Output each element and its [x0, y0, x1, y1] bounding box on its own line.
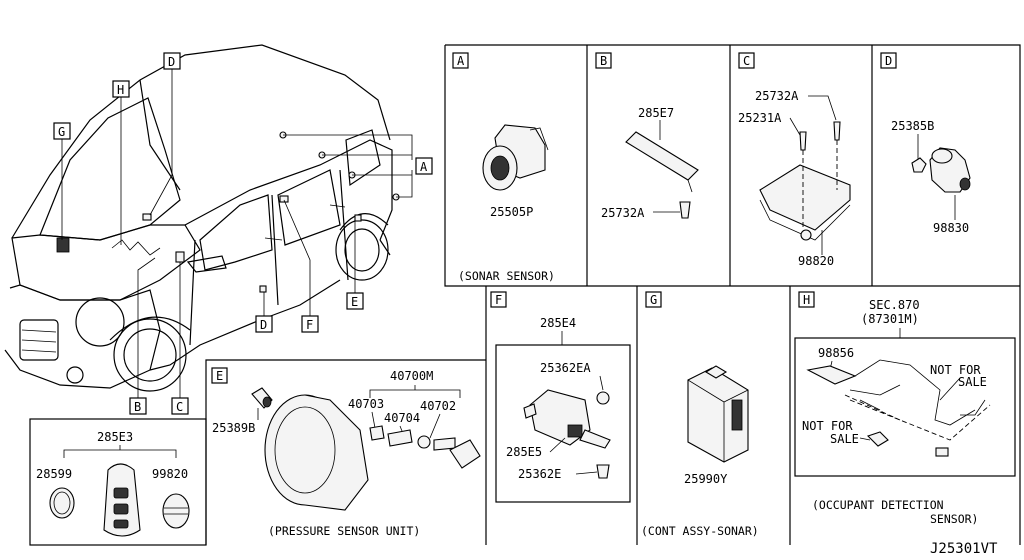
- svg-text:(CONT ASSY-SONAR): (CONT ASSY-SONAR): [641, 524, 759, 538]
- callout-f: F: [301, 315, 319, 333]
- panel-c: C 25732A 25231A 98820: [738, 52, 851, 268]
- callout-e: E: [346, 292, 364, 310]
- sensor-part: [911, 147, 971, 193]
- svg-text:25362E: 25362E: [518, 467, 561, 481]
- callout-g: G: [53, 122, 71, 140]
- svg-text:H: H: [803, 293, 810, 307]
- svg-text:40700M: 40700M: [390, 369, 433, 383]
- svg-text:C: C: [176, 400, 183, 414]
- callout-c: C: [171, 397, 189, 415]
- svg-text:25231A: 25231A: [738, 111, 782, 125]
- svg-text:(OCCUPANT DETECTION: (OCCUPANT DETECTION: [812, 498, 944, 512]
- callout-d-top: D: [163, 52, 181, 70]
- svg-text:28599: 28599: [36, 467, 72, 481]
- svg-text:SALE: SALE: [958, 375, 987, 389]
- valve-part: [251, 387, 273, 409]
- receiver-part: [523, 389, 611, 479]
- panel-a: A 25505P (SONAR SENSOR): [452, 52, 555, 283]
- svg-text:(SONAR SENSOR): (SONAR SENSOR): [458, 269, 555, 283]
- emblem-part: [162, 493, 190, 529]
- svg-text:F: F: [495, 293, 502, 307]
- svg-text:E: E: [351, 295, 358, 309]
- panel-f-inset: [495, 344, 631, 503]
- svg-text:SALE: SALE: [830, 432, 859, 446]
- callout-a: A: [415, 157, 433, 175]
- pressure-sensor-parts: [369, 425, 481, 469]
- callout-h: H: [112, 80, 130, 98]
- callout-d-bottom: D: [255, 315, 273, 333]
- svg-text:40704: 40704: [384, 411, 420, 425]
- svg-text:NOT FOR: NOT FOR: [802, 419, 853, 433]
- panel-grid: [444, 44, 1021, 545]
- svg-text:F: F: [306, 318, 313, 332]
- wheel-rim-part: [264, 394, 369, 511]
- svg-text:25732A: 25732A: [755, 89, 799, 103]
- panel-f: F 285E4 25362EA 285E5 25362E: [490, 291, 631, 503]
- panel-h-inset: [794, 337, 1016, 477]
- occupant-sensor-harness: [806, 359, 991, 457]
- diagram-id: J25301VT: [930, 541, 998, 557]
- control-unit-part: [759, 121, 851, 241]
- battery-part: [49, 487, 75, 519]
- panel-h: H SEC.870 (87301M) 98856 NOT FOR SALE NO…: [794, 291, 1016, 526]
- svg-text:G: G: [650, 293, 657, 307]
- svg-text:99820: 99820: [152, 467, 188, 481]
- svg-text:25505P: 25505P: [490, 205, 533, 219]
- svg-text:A: A: [457, 54, 465, 68]
- svg-text:E: E: [216, 369, 223, 383]
- sonar-control-unit-part: [687, 365, 749, 463]
- panel-e: E 25389B 40700M 40703 40704 40702 (PRESS…: [205, 359, 486, 545]
- callout-b: B: [129, 397, 147, 415]
- svg-text:285E7: 285E7: [638, 106, 674, 120]
- svg-text:A: A: [420, 160, 428, 174]
- svg-text:285E3: 285E3: [97, 430, 133, 444]
- key-fob-part: [103, 463, 141, 537]
- svg-text:25732A: 25732A: [601, 206, 645, 220]
- svg-text:25362EA: 25362EA: [540, 361, 591, 375]
- svg-text:40703: 40703: [348, 397, 384, 411]
- svg-text:25990Y: 25990Y: [684, 472, 728, 486]
- key-panel: 285E3 28599 99820: [29, 418, 207, 546]
- svg-text:98820: 98820: [798, 254, 834, 268]
- svg-text:(PRESSURE SENSOR UNIT): (PRESSURE SENSOR UNIT): [268, 524, 420, 538]
- svg-text:98830: 98830: [933, 221, 969, 235]
- svg-text:25385B: 25385B: [891, 119, 934, 133]
- svg-text:40702: 40702: [420, 399, 456, 413]
- svg-text:G: G: [58, 125, 65, 139]
- svg-text:98856: 98856: [818, 346, 854, 360]
- panel-d: D 25385B 98830: [880, 52, 971, 235]
- svg-text:285E4: 285E4: [540, 316, 576, 330]
- svg-text:B: B: [134, 400, 141, 414]
- svg-text:(87301M): (87301M): [861, 312, 919, 326]
- svg-text:SEC.870: SEC.870: [869, 298, 920, 312]
- svg-text:25389B: 25389B: [212, 421, 255, 435]
- panel-g: G 25990Y (CONT ASSY-SONAR): [641, 291, 759, 538]
- svg-text:D: D: [885, 54, 892, 68]
- sonar-sensor-part: [482, 124, 549, 191]
- vehicle-illustration: [4, 44, 413, 398]
- svg-text:D: D: [260, 318, 267, 332]
- antenna-part: [625, 131, 699, 193]
- svg-text:H: H: [117, 83, 124, 97]
- panel-b: B 285E7 25732A: [595, 52, 699, 220]
- svg-text:C: C: [743, 54, 750, 68]
- svg-text:NOT FOR: NOT FOR: [930, 363, 981, 377]
- svg-text:B: B: [600, 54, 607, 68]
- svg-text:D: D: [168, 55, 175, 69]
- svg-text:285E5: 285E5: [506, 445, 542, 459]
- svg-text:SENSOR): SENSOR): [930, 512, 978, 526]
